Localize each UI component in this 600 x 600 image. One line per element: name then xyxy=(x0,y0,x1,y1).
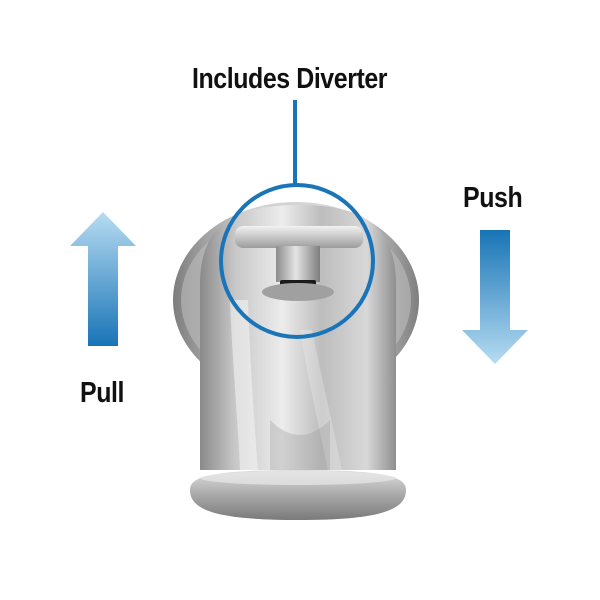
up-arrow-icon xyxy=(70,212,136,346)
callout-label: Includes Diverter xyxy=(192,63,388,95)
push-label: Push xyxy=(463,182,523,214)
down-arrow-icon xyxy=(462,230,528,364)
diverter-callout xyxy=(219,100,375,339)
pull-label: Pull xyxy=(80,377,125,409)
diverter-knob xyxy=(235,226,363,301)
